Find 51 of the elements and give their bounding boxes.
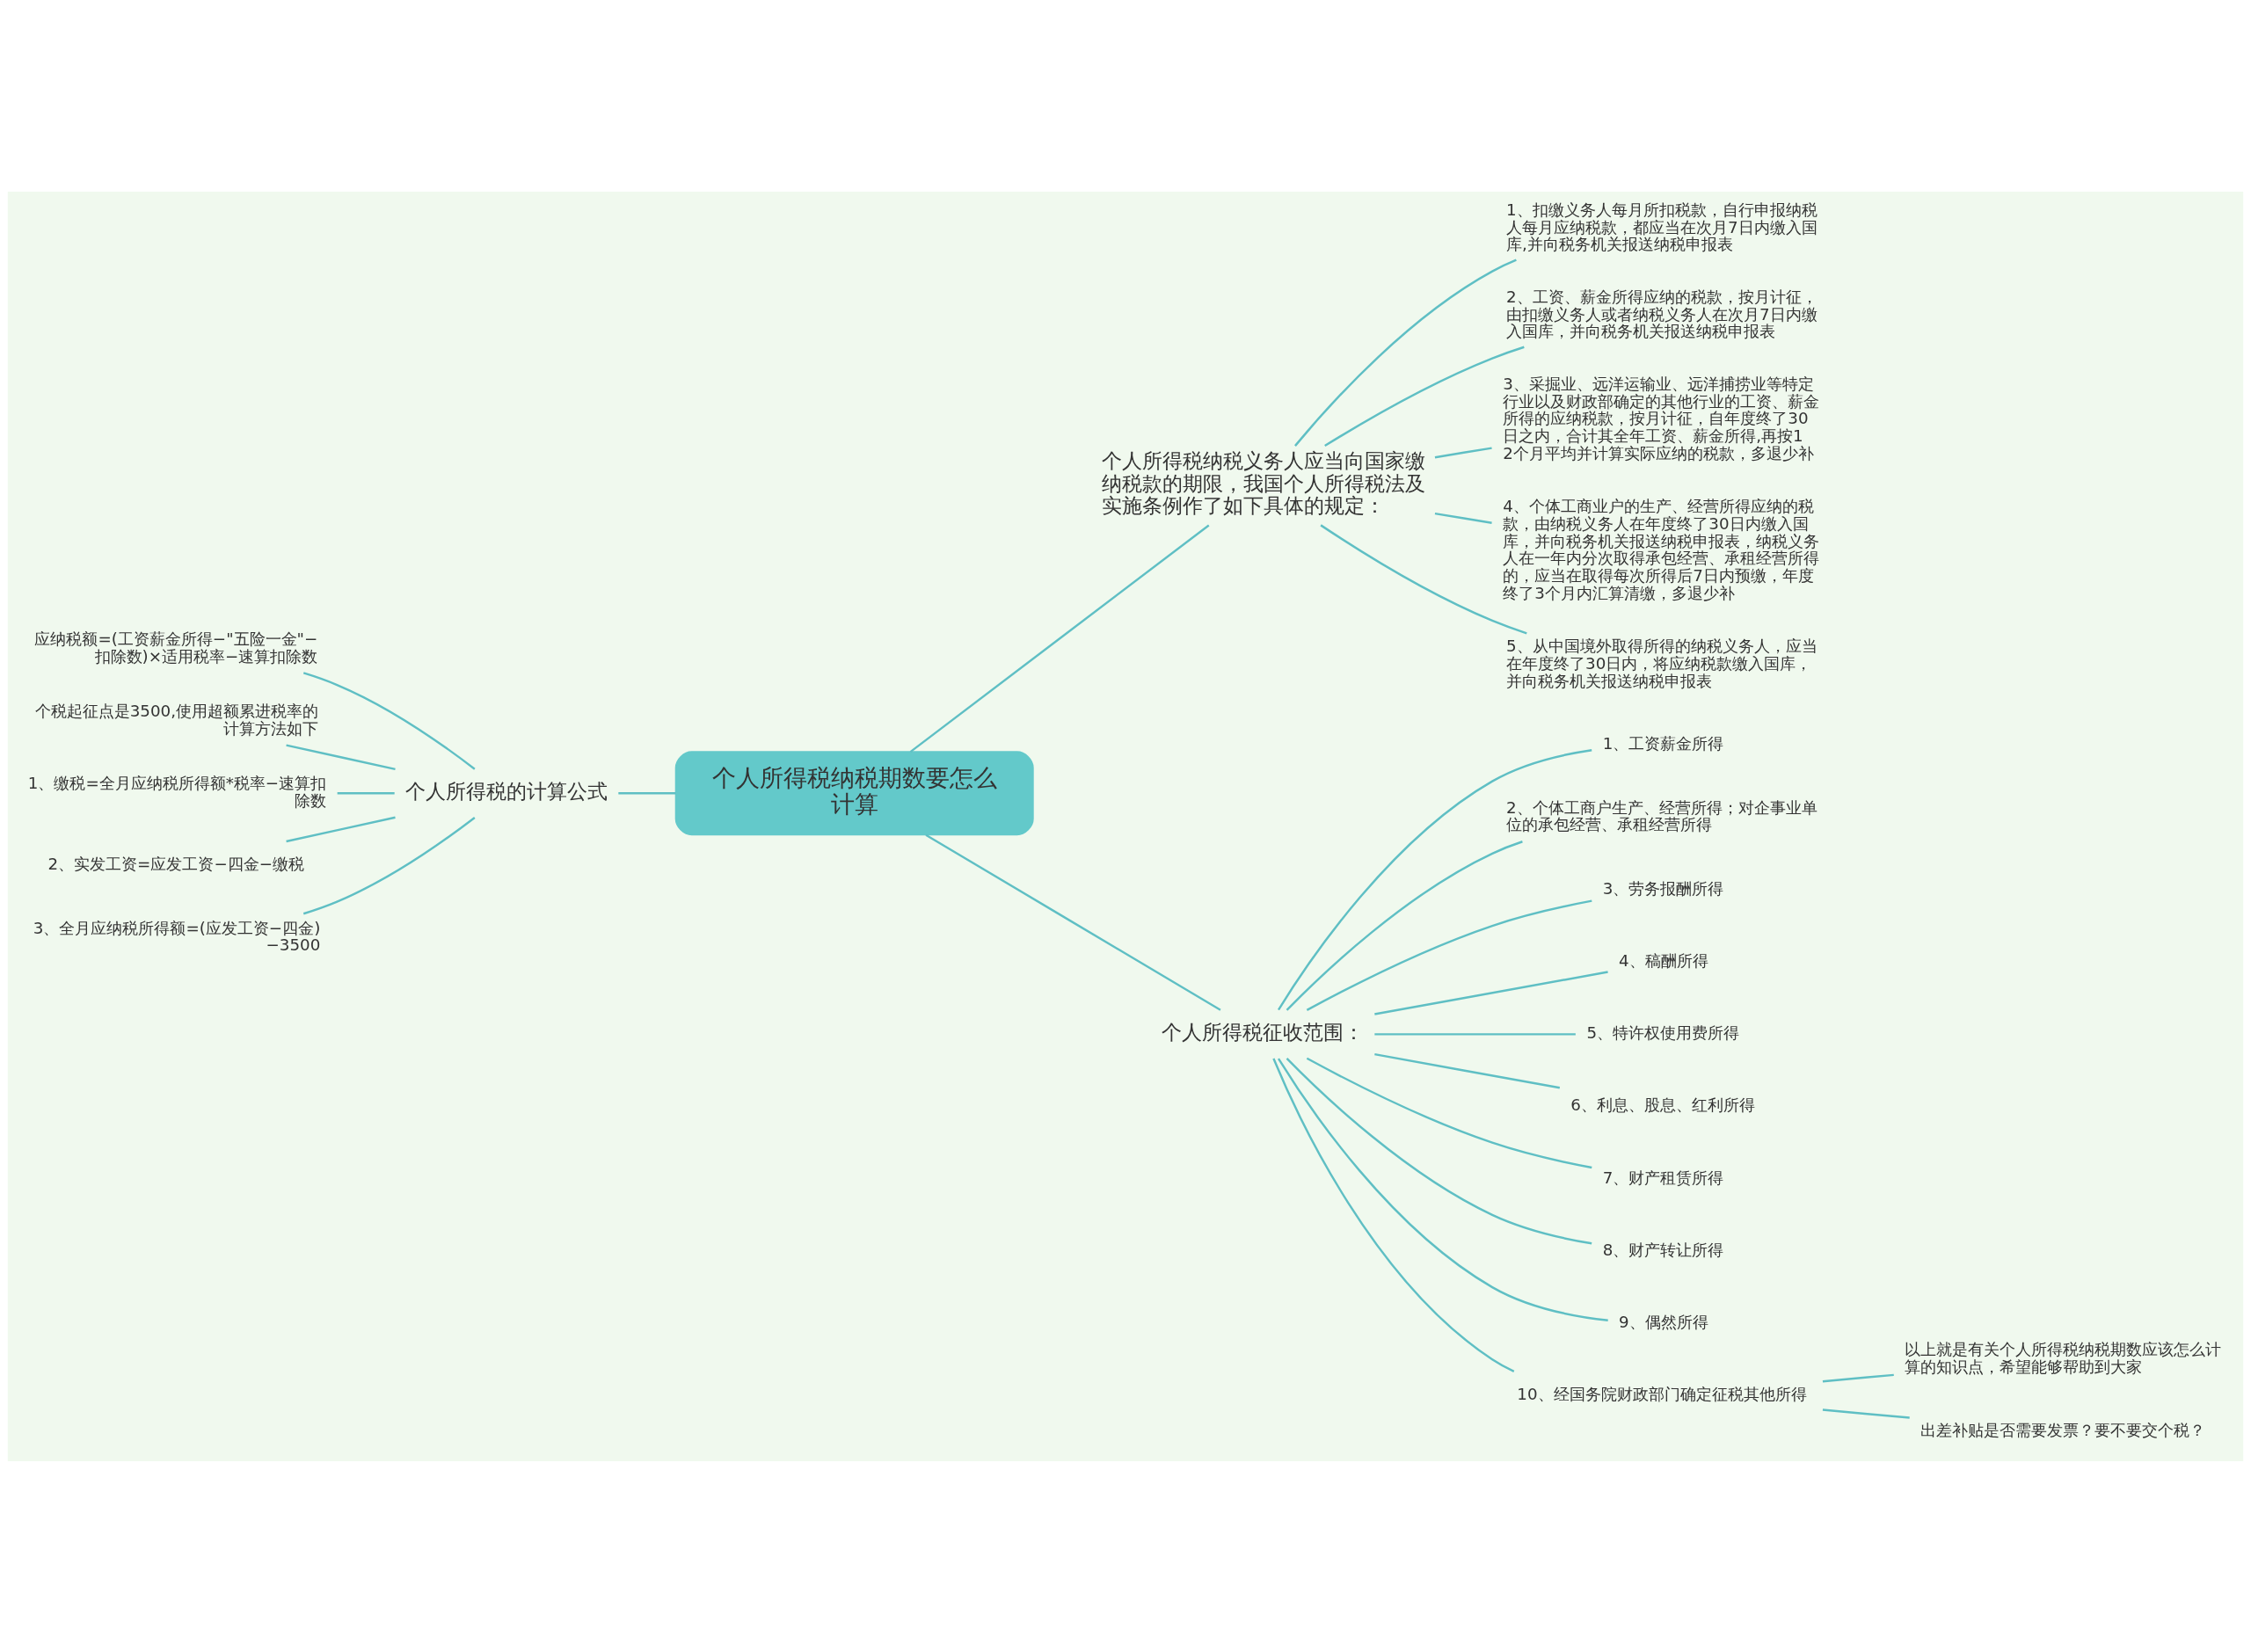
node-text: 6、利息、股息、红利所得	[1570, 1095, 1755, 1114]
connector	[1286, 1057, 1592, 1245]
node-text: 应纳税额=(工资薪金所得−"五险一金"−扣除数)×适用税率−速算扣除数	[34, 629, 318, 666]
node-text: 3、劳务报酬所得	[1602, 878, 1724, 898]
node-text: 2、实发工资=应发工资−四金−缴税	[47, 854, 305, 873]
node-text: 个人所得税征收范围：	[1162, 1020, 1365, 1044]
node-text: 个人所得税的计算公式	[404, 779, 608, 803]
connector	[1324, 346, 1525, 447]
connector	[618, 791, 676, 795]
node-text: 1、扣缴义务人每月所扣税款，自行申报纳税人每月应纳税款，都应当在次月7日内缴入国库,并向税务机关报送纳税申报表	[1506, 200, 1818, 253]
connector	[302, 816, 476, 914]
connector	[1374, 970, 1608, 1015]
connector	[1272, 1058, 1515, 1372]
connector	[1320, 523, 1527, 634]
node-box: 个人所得税纳税期数要怎么计算	[674, 750, 1034, 835]
node-text: 2、个体工商户生产、经营所得；对企事业单位的承包经营、承租经营所得	[1506, 797, 1818, 833]
connector	[302, 671, 476, 770]
node-text: 9、偶然所得	[1619, 1312, 1708, 1331]
connector	[1374, 1052, 1561, 1088]
connector	[1374, 1032, 1576, 1036]
node-text: 8、财产转让所得	[1602, 1240, 1724, 1259]
connector	[1294, 258, 1517, 447]
connector	[909, 524, 1210, 753]
connector	[337, 791, 395, 795]
node-text: 4、稿酬所得	[1619, 950, 1708, 970]
node-text: 3、全月应纳税所得额=(应发工资−四金)−3500	[33, 918, 321, 954]
connector	[1286, 840, 1523, 1011]
node-text: 5、特许权使用费所得	[1586, 1022, 1740, 1042]
node-text: 1、缴税=全月应纳税所得额*税率−速算扣除数	[27, 773, 327, 810]
connector	[1822, 1373, 1894, 1382]
connector	[1822, 1408, 1910, 1419]
connector	[286, 816, 396, 842]
node-text: 以上就是有关个人所得税纳税期数应该怎么计算的知识点，希望能够帮助到大家	[1905, 1339, 2222, 1376]
node-text: 3、采掘业、远洋运输业、远洋捕捞业等特定行业以及财政部确定的其他行业的工资、薪金所得的应纳税款，按月计征，自年度终了30日之内，合计其全年工资、薪金所得,再按12个月平均并计算实际应纳的税款，多退少补	[1503, 374, 1820, 462]
connector	[1306, 1057, 1592, 1168]
node-text: 7、财产租赁所得	[1602, 1167, 1724, 1186]
node-text: 5、从中国境外取得所得的纳税义务人，应当在年度终了30日内，将应纳税款缴入国库，并向税务机关报送纳税申报表	[1506, 636, 1818, 690]
node-text: 2、工资、薪金所得应纳的税款，按月计征，由扣缴义务人或者纳税义务人在次月7日内缴入国库，并向税务机关报送纳税申报表	[1506, 287, 1818, 340]
connector	[1277, 1058, 1608, 1321]
connector	[1306, 899, 1592, 1011]
connector	[286, 743, 396, 770]
node-text: 出差补贴是否需要发票？要不要交个税？	[1920, 1420, 2206, 1439]
connector	[1277, 748, 1592, 1010]
connector	[925, 833, 1221, 1011]
connector	[1434, 512, 1492, 524]
node-text: 1、工资薪金所得	[1602, 733, 1724, 753]
node-text: 个税起征点是3500,使用超额累进税率的计算方法如下	[34, 701, 318, 738]
node-text: 个人所得税纳税义务人应当向国家缴纳税款的期限，我国个人所得税法及实施条例作了如下具体的规定：	[1101, 448, 1425, 517]
node-text: 4、个体工商业户的生产、经营所得应纳的税款，由纳税义务人在年度终了30日内缴入国库，并向税务机关报送纳税申报表，纳税义务人在一年内分次取得承包经营、承租经营所得的，应当在取得每次所得后7日内预缴，年度终了3个月内汇算清缴，多退少补	[1503, 496, 1820, 602]
node-text: 10、经国务院财政部门确定征税其他所得	[1517, 1384, 1807, 1403]
connector	[1434, 446, 1492, 458]
